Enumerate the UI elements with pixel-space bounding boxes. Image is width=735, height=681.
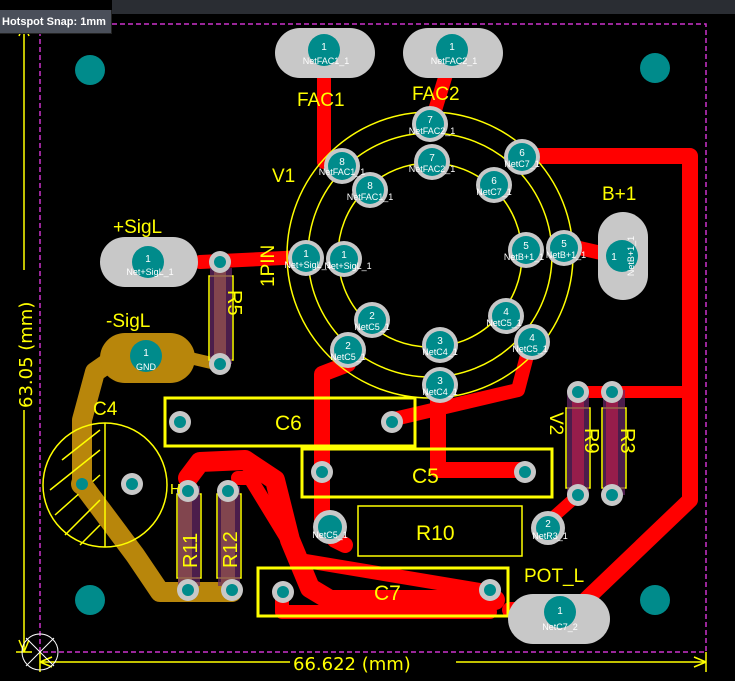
svg-text:2: 2 (545, 519, 551, 530)
svg-text:Net+SigL_1: Net+SigL_1 (324, 261, 371, 271)
svg-text:6: 6 (519, 148, 525, 159)
svg-text:3: 3 (437, 376, 443, 387)
designator-sigl-plus: +SigL (113, 217, 162, 238)
designator-r10: R10 (416, 522, 455, 545)
svg-text:7: 7 (429, 153, 435, 164)
pad-net: GND (136, 362, 157, 372)
designator-1pin: 1PIN (258, 245, 279, 287)
mounting-holes (75, 53, 670, 615)
top-strip (112, 0, 735, 14)
dimension-height: 63.05 (mm) (16, 302, 37, 408)
svg-text:Net+SigL_1: Net+SigL_1 (284, 260, 331, 270)
mounting-hole-icon (75, 55, 105, 85)
svg-text:3: 3 (437, 336, 443, 347)
svg-text:NetFAC2_1: NetFAC2_1 (409, 126, 456, 136)
pad-number: 1 (145, 254, 151, 265)
small-pads (71, 251, 623, 603)
pad-labels: 1 NetFAC1_1 1 NetFAC2_1 1 Net+SigL_1 1 G… (126, 42, 636, 632)
svg-text:2: 2 (369, 311, 375, 322)
r10-outline (357, 505, 523, 557)
designator-labels: FAC1 FAC2 V1 1PIN B+1 +SigL -SigL C4 C6 … (93, 84, 638, 605)
designator-c5: C5 (412, 465, 439, 488)
pad-net: NetB+1_1 (626, 236, 636, 276)
c7-outline (256, 566, 510, 618)
svg-text:NetC7_1: NetC7_1 (504, 159, 540, 169)
svg-text:NetC5_1: NetC5_1 (330, 352, 366, 362)
pad-net: Net+SigL_1 (126, 267, 173, 277)
designator-r5: R5 (223, 290, 245, 316)
large-pads (100, 28, 648, 644)
designator-r9: R9 (580, 428, 602, 454)
designator-fac2: FAC2 (412, 84, 460, 105)
svg-text:1: 1 (303, 249, 309, 260)
designator-v1: V1 (272, 166, 295, 187)
c6-outline (163, 396, 417, 448)
resistor-pads-strips (178, 268, 625, 586)
svg-text:1: 1 (341, 250, 347, 261)
dim-height-bg (14, 270, 34, 410)
designator-fac1: FAC1 (297, 90, 345, 111)
svg-text:NetC5_1: NetC5_1 (312, 530, 348, 540)
designator-h: H (170, 481, 181, 498)
v1-pin-labels: 8 NetFAC1_1 8 NetFAC1_1 7 NetFAC2_1 7 Ne… (284, 115, 586, 541)
svg-text:5: 5 (523, 241, 529, 252)
svg-text:6: 6 (491, 176, 497, 187)
v1-pins (288, 106, 582, 403)
svg-text:7: 7 (427, 115, 433, 126)
svg-text:NetR3_1: NetR3_1 (532, 531, 568, 541)
svg-text:NetC5_1: NetC5_1 (486, 318, 522, 328)
mounting-hole-icon (640, 585, 670, 615)
svg-text:NetFAC2_1: NetFAC2_1 (409, 164, 456, 174)
dimension-width: 66.622 (mm) (293, 654, 411, 675)
svg-text:4: 4 (529, 333, 535, 344)
svg-text:NetC4_1: NetC4_1 (422, 387, 458, 397)
pad-net: NetFAC1_1 (303, 56, 350, 66)
svg-text:NetFAC1_1: NetFAC1_1 (347, 192, 394, 202)
svg-text:5: 5 (561, 239, 567, 250)
c5-outline (300, 447, 554, 499)
svg-text:NetC4_1: NetC4_1 (422, 347, 458, 357)
pad-number: 1 (143, 348, 149, 359)
designator-r12: R12 (220, 531, 242, 568)
designator-sigl-minus: -SigL (106, 311, 150, 332)
pad-number: 1 (611, 252, 617, 263)
origin-marker-icon (21, 633, 59, 671)
svg-text:4: 4 (503, 307, 509, 318)
pad-net: NetFAC2_1 (431, 56, 478, 66)
svg-text:NetB+1_1: NetB+1_1 (504, 252, 544, 262)
mounting-hole-icon (640, 53, 670, 83)
dim-width-bg (290, 654, 456, 672)
board-outline (39, 23, 707, 653)
svg-text:8: 8 (339, 157, 345, 168)
designator-c4: C4 (93, 399, 118, 420)
designator-bplus: B+1 (602, 184, 636, 205)
designator-r11: R11 (180, 533, 202, 568)
hotspot-snap-indicator: Hotspot Snap: 1mm (0, 10, 112, 34)
svg-text:NetC5_1: NetC5_1 (354, 322, 390, 332)
svg-text:NetC7_1: NetC7_1 (476, 187, 512, 197)
pad-number: 1 (321, 42, 327, 53)
pad-number: 1 (557, 606, 563, 617)
svg-text:NetB+1_1: NetB+1_1 (546, 250, 586, 260)
svg-text:NetFAC1_1: NetFAC1_1 (319, 167, 366, 177)
designator-c6: C6 (275, 412, 302, 435)
svg-text:NetC5_1: NetC5_1 (512, 344, 548, 354)
mounting-hole-icon (75, 585, 105, 615)
c4-hatch (49, 423, 106, 547)
svg-text:2: 2 (345, 341, 351, 352)
designator-c7: C7 (374, 582, 401, 605)
svg-text:8: 8 (367, 181, 373, 192)
designator-r3: R3 (616, 428, 638, 454)
designator-pot-l: POT_L (524, 566, 584, 587)
pad-net: NetC7_2 (542, 622, 578, 632)
designator-v2: V2 (545, 412, 566, 435)
pad-number: 1 (449, 42, 455, 53)
